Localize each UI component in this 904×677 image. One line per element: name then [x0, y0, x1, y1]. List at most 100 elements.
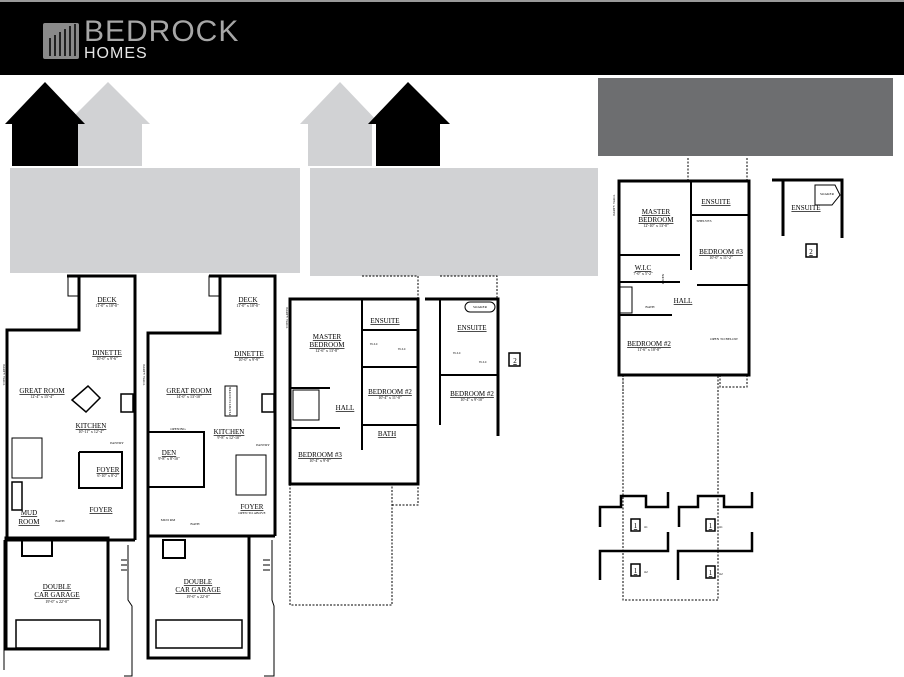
- svg-text:BATH: BATH: [190, 522, 200, 526]
- svg-text:ENSUITE: ENSUITE: [701, 198, 730, 206]
- svg-text:PARTY WALL: PARTY WALL: [2, 364, 6, 385]
- svg-text:SOAKER: SOAKER: [473, 305, 488, 309]
- svg-text:SHELVES: SHELVES: [696, 219, 711, 223]
- plan-b-upper-alt: [772, 178, 844, 258]
- svg-text:BATH: BATH: [378, 430, 396, 438]
- svg-text:BEDROOM: BEDROOM: [309, 341, 345, 349]
- svg-text:19'-0" x 22'-0": 19'-0" x 22'-0": [186, 594, 210, 599]
- svg-text:FOYER: FOYER: [90, 506, 113, 514]
- svg-text:SOAKER: SOAKER: [820, 192, 835, 196]
- house-icon-right-pair: [300, 82, 450, 166]
- svg-text:W.I.C: W.I.C: [398, 347, 407, 351]
- svg-text:19'-0" x 22'-0": 19'-0" x 22'-0": [45, 599, 69, 604]
- gate-logo-icon: [43, 23, 79, 59]
- svg-text:BEDROOM #3: BEDROOM #3: [298, 451, 342, 459]
- svg-text:GREAT ROOM: GREAT ROOM: [166, 387, 212, 395]
- svg-text:10'-4" x 11'-0": 10'-4" x 11'-0": [378, 395, 402, 400]
- svg-text:ROOM: ROOM: [18, 518, 40, 526]
- svg-text:DOUBLE: DOUBLE: [43, 583, 71, 591]
- svg-text:11'-0" x 10'-0": 11'-0" x 10'-0": [95, 303, 119, 308]
- svg-text:2: 2: [513, 357, 517, 365]
- svg-text:7'-0" x 5'-2": 7'-0" x 5'-2": [633, 271, 653, 276]
- info-panel-right: [598, 78, 893, 156]
- option-tag-box: [805, 243, 818, 258]
- svg-text:MUD RM: MUD RM: [161, 518, 176, 522]
- svg-text:KITCHEN: KITCHEN: [76, 422, 107, 430]
- svg-text:DEN: DEN: [162, 449, 176, 457]
- plan-a-upper-alt-labels: SOAKER ENSUITE W.I.C W.I.C BEDROOM #2 10…: [450, 305, 517, 402]
- house-icon-left-pair: [5, 82, 150, 166]
- svg-text:BEDROOM #2: BEDROOM #2: [627, 340, 671, 348]
- svg-text:PARTY WALL: PARTY WALL: [285, 307, 289, 328]
- plan-b-upper-labels: MASTER BEDROOM 12'-10" x 13'-0" ENSUITE …: [612, 194, 743, 352]
- svg-text:GREAT ROOM: GREAT ROOM: [19, 387, 65, 395]
- info-panel-left: [10, 168, 300, 273]
- svg-text:DOUBLE: DOUBLE: [184, 578, 212, 586]
- svg-text:CAR GARAGE: CAR GARAGE: [34, 591, 79, 599]
- svg-text:HALL: HALL: [336, 404, 355, 412]
- plan-b-main-labels: DECK 11'-0" x 10'-0" DINETTE 10'-0" x 9'…: [142, 296, 270, 599]
- svg-text:OPEN TO ABOVE: OPEN TO ABOVE: [238, 511, 265, 515]
- svg-text:14'-0" x 13'-10": 14'-0" x 13'-10": [176, 394, 202, 399]
- svg-text:12'-4" x 15'-4": 12'-4" x 15'-4": [30, 394, 54, 399]
- svg-text:#1: #1: [644, 525, 648, 529]
- svg-text:ENSUITE: ENSUITE: [370, 317, 399, 325]
- svg-text:1: 1: [709, 569, 713, 577]
- svg-text:BEDROOM: BEDROOM: [638, 216, 674, 224]
- svg-text:KITCHEN: KITCHEN: [214, 428, 245, 436]
- svg-text:FOYER: FOYER: [97, 466, 120, 474]
- svg-text:DINETTE: DINETTE: [234, 350, 264, 358]
- svg-text:PARTY WALL: PARTY WALL: [142, 364, 146, 385]
- svg-text:10'-0" x 11'-2": 10'-0" x 11'-2": [709, 255, 733, 260]
- svg-text:ENSUITE: ENSUITE: [457, 324, 486, 332]
- svg-text:BEDROOM #2: BEDROOM #2: [368, 388, 412, 396]
- svg-text:OPEN TO BELOW: OPEN TO BELOW: [710, 337, 739, 341]
- info-panel-middle: [310, 168, 598, 276]
- svg-text:11'-6" x 10'-8": 11'-6" x 10'-8": [637, 347, 661, 352]
- svg-text:#2: #2: [719, 572, 723, 576]
- svg-text:2: 2: [809, 248, 813, 256]
- svg-text:10'-11" x 12'-4": 10'-11" x 12'-4": [78, 429, 104, 434]
- svg-text:12'-10" x 13'-0": 12'-10" x 13'-0": [643, 223, 669, 228]
- svg-text:HALL: HALL: [674, 297, 693, 305]
- svg-text:#2: #2: [644, 570, 648, 574]
- svg-text:BEDROOM #2: BEDROOM #2: [450, 390, 494, 398]
- svg-text:10'-4" x 9'-10": 10'-4" x 9'-10": [460, 397, 484, 402]
- svg-text:12'-6" x 13'-8": 12'-6" x 13'-8": [315, 348, 339, 353]
- svg-text:PARTY WALL: PARTY WALL: [612, 194, 616, 215]
- svg-text:FLUSH COUNTER: FLUSH COUNTER: [228, 386, 232, 415]
- svg-text:BATH: BATH: [645, 305, 655, 309]
- svg-text:DINETTE: DINETTE: [92, 349, 122, 357]
- plan-b-upper-floor: [617, 158, 751, 601]
- svg-text:FOYER: FOYER: [241, 503, 264, 511]
- svg-text:1: 1: [709, 522, 713, 530]
- brand-name: BEDROCK: [84, 15, 240, 48]
- svg-text:OPENING: OPENING: [170, 427, 186, 431]
- svg-text:CAR GARAGE: CAR GARAGE: [175, 586, 220, 594]
- svg-text:BATH: BATH: [55, 519, 65, 523]
- plan-a-main-floor: [3, 274, 137, 677]
- svg-text:PANTRY: PANTRY: [110, 441, 124, 445]
- plan-b-upper-alt-labels: SOAKER ENSUITE 2: [791, 192, 834, 256]
- svg-text:MASTER: MASTER: [313, 333, 342, 341]
- svg-text:11'-0" x 10'-0": 11'-0" x 10'-0": [236, 303, 260, 308]
- brand-sub: HOMES: [84, 45, 148, 62]
- svg-text:MUD: MUD: [21, 509, 37, 517]
- svg-text:1: 1: [634, 522, 638, 530]
- plan-a-upper-alt: [425, 275, 521, 436]
- plan-a-main-labels: DECK 11'-0" x 10'-0" DINETTE 10'-0" x 9'…: [2, 296, 124, 604]
- option-tag-box: [508, 352, 521, 367]
- svg-text:1: 1: [634, 567, 638, 575]
- svg-text:#1: #1: [719, 525, 723, 529]
- svg-text:9'-8" x 8'-10": 9'-8" x 8'-10": [158, 456, 180, 461]
- svg-text:BEDROOM #3: BEDROOM #3: [699, 248, 743, 256]
- svg-text:10'-0" x 9'-6": 10'-0" x 9'-6": [96, 356, 118, 361]
- plan-a-upper-floor: [288, 275, 420, 606]
- svg-text:W.I.C: W.I.C: [453, 351, 462, 355]
- plan-b-main-floor: [146, 274, 277, 677]
- header-banner: BEDROCK HOMES: [0, 0, 904, 75]
- svg-text:9'-8" x 12'-10": 9'-8" x 12'-10": [217, 435, 241, 440]
- svg-text:DECK: DECK: [238, 296, 257, 304]
- svg-text:PANTRY: PANTRY: [256, 443, 270, 447]
